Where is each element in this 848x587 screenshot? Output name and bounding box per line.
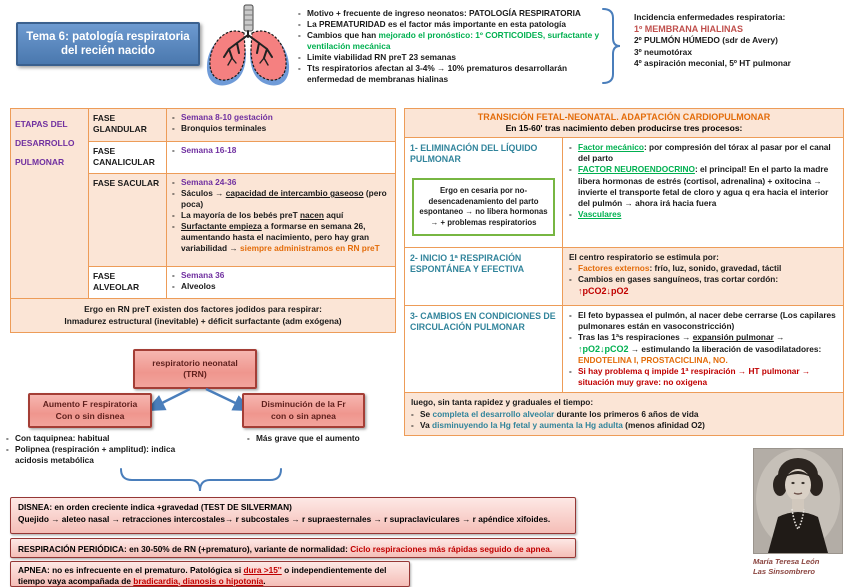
underbrace-icon — [118, 466, 284, 496]
phase-label: FASE CANALICULAR — [89, 142, 167, 173]
incidence-item-2: 2º PULMÓN HÚMEDO (sdr de Avery) — [634, 35, 778, 45]
table-row-sacular: FASE SACULAR Semana 24-36 Sáculos → capa… — [89, 174, 395, 267]
lungs-icon — [203, 3, 293, 91]
photo-caption: María Teresa León Las Sinsombrero — [753, 557, 820, 576]
transition-row-3: 3- CAMBIOS EN CONDICIONES DE CIRCULACIÓN… — [405, 306, 843, 394]
transition-panel: TRANSICIÓN FETAL-NEONATAL. ADAPTACIÓN CA… — [404, 108, 844, 437]
transition-subtitle: En 15-60' tras nacimiento deben producir… — [505, 123, 743, 133]
table-row-alveolar: FASE ALVEOLAR Semana 36 Alveolos — [89, 267, 395, 298]
trn-increase-notes: Con taquipnea: habitual Polipnea (respir… — [6, 433, 184, 466]
intro-note-5: Tts respiratorios afectan al 3-4% → 10% … — [298, 63, 612, 85]
cesarean-note: Ergo en cesaria por no-desencadenamiento… — [412, 178, 555, 236]
trn-decrease-notes: Más grave que el aumento — [247, 433, 407, 444]
incidence-item-3: 3º neumotórax — [634, 46, 692, 57]
curly-bracket-icon — [600, 6, 622, 86]
transition-header: TRANSICIÓN FETAL-NEONATAL. ADAPTACIÓN CA… — [404, 108, 844, 138]
flow-arrows-icon — [130, 387, 270, 415]
intro-note-1: Motivo + frecuente de ingreso neonatos: … — [298, 8, 612, 19]
intro-note-3: Cambios que han mejorado el pronóstico: … — [298, 30, 612, 52]
incidence-item-1: 1º MEMBRANA HIALINAS — [634, 23, 743, 34]
disnea-box: DISNEA: en orden creciente indica +grave… — [10, 497, 576, 534]
slide-title-text: Tema 6: patología respiratoria del recié… — [26, 31, 190, 57]
phase-label: FASE SACULAR — [89, 174, 167, 266]
lung-development-table: ETAPAS DEL DESARROLLO PULMONAR FASE GLAN… — [10, 108, 396, 333]
intro-notes: Motivo + frecuente de ingreso neonatos: … — [298, 8, 612, 85]
transition-row-1: 1- ELIMINACIÓN DEL LÍQUIDO PULMONAR Ergo… — [405, 138, 843, 248]
phase-label: FASE GLANDULAR — [89, 109, 167, 141]
table-header-etapas: ETAPAS DEL DESARROLLO PULMONAR — [11, 109, 89, 298]
table-row-glandular: FASE GLANDULAR Semana 8-10 gestación Bro… — [89, 109, 395, 142]
incidence-heading: Incidencia enfermedades respiratoria: — [634, 12, 786, 22]
apnea-box: APNEA: no es infrecuente en el prematuro… — [10, 561, 410, 587]
stages-summary-note: Ergo en RN preT existen dos factores jod… — [10, 299, 396, 333]
intro-note-2: La PREMATURIDAD es el factor más importa… — [298, 19, 612, 30]
transition-footer: luego, sin tanta rapidez y graduales el … — [405, 393, 843, 436]
intro-note-4: Limite viabilidad RN preT 23 semanas — [298, 52, 612, 63]
process-2-heading: 2- INICIO 1ª RESPIRACIÓN ESPONTÁNEA Y EF… — [410, 253, 525, 274]
incidence-item-4: 4º aspiración meconial, 5º HT pulmonar — [634, 58, 791, 68]
incidence-list: Incidencia enfermedades respiratoria: 1º… — [634, 12, 846, 70]
transition-row-2: 2- INICIO 1ª RESPIRACIÓN ESPONTÁNEA Y EF… — [405, 248, 843, 306]
portrait-photo — [753, 448, 843, 554]
table-row-canalicular: FASE CANALICULAR Semana 16-18 — [89, 142, 395, 174]
respiracion-periodica-box: RESPIRACIÓN PERIÓDICA: en 30-50% de RN (… — [10, 538, 576, 558]
process-1-heading: 1- ELIMINACIÓN DEL LÍQUIDO PULMONAR — [410, 143, 538, 164]
trn-main-box: respiratorio neonatal(TRN) — [133, 349, 257, 389]
slide-title: Tema 6: patología respiratoria del recié… — [16, 22, 200, 66]
phase-label: FASE ALVEOLAR — [89, 267, 167, 298]
process-3-heading: 3- CAMBIOS EN CONDICIONES DE CIRCULACIÓN… — [410, 311, 556, 332]
transition-title: TRANSICIÓN FETAL-NEONATAL. ADAPTACIÓN CA… — [477, 112, 771, 122]
